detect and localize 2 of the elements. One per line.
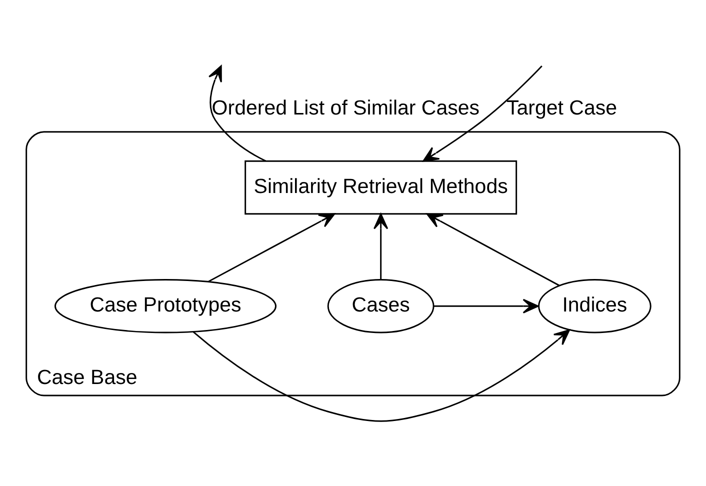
- edge-label: Ordered List of Similar Cases: [212, 96, 480, 120]
- edge-label: Target Case: [506, 96, 618, 120]
